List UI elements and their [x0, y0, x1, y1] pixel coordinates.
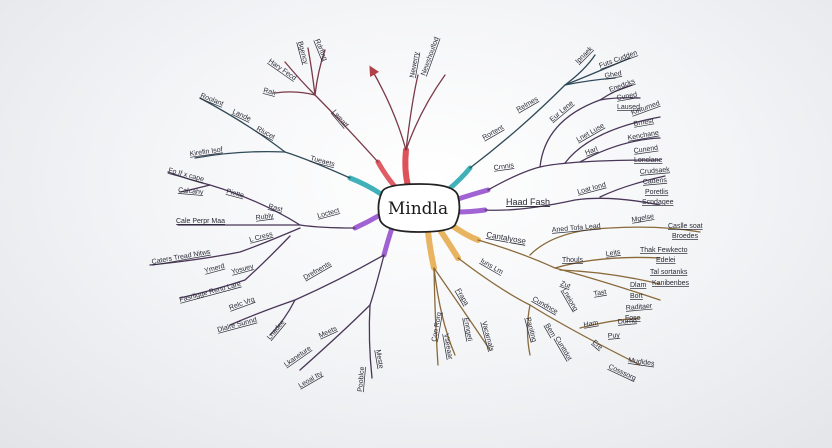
node-label[interactable]: Caslle soat	[668, 223, 703, 230]
node-label[interactable]: Ham	[583, 319, 599, 328]
node-label[interactable]: Lweatf	[330, 109, 349, 129]
node-label[interactable]: Leoal Ity	[298, 370, 325, 390]
node-label[interactable]: Tast	[593, 289, 607, 298]
node-label[interactable]: Haad Fash	[506, 197, 550, 207]
node-label[interactable]: Mgelse	[631, 213, 655, 224]
node-label[interactable]: Laused	[617, 104, 640, 111]
labels-right-purple: Crnnis Eur Lene Lnet Luse Harl Kinturned…	[493, 100, 673, 207]
node-label[interactable]: Dlam	[630, 282, 647, 289]
node-label[interactable]: Kanibenbes	[652, 280, 689, 287]
labels-right-orange: Cantalyose Aned Tofa Lead Mgelse Caslle …	[479, 213, 703, 382]
node-label[interactable]: Caters Tread Nitws	[151, 249, 211, 266]
node-label[interactable]: Ipnaek	[574, 45, 594, 65]
node-label[interactable]: Broedes	[672, 233, 699, 240]
node-label[interactable]: Cunttdot	[553, 336, 572, 362]
node-label[interactable]: Lnadee	[266, 319, 286, 341]
node-label[interactable]: Roolant	[199, 92, 224, 108]
labels-lower-left-purple: Caters Tread Nitws L Cress Ymerd Yosuey …	[151, 231, 384, 392]
node-label[interactable]: Relmes	[516, 96, 540, 114]
node-label[interactable]: Crnnis	[493, 162, 515, 172]
node-label[interactable]: Lneiong	[560, 288, 579, 313]
node-label[interactable]: Dlalre Sunnd	[217, 317, 258, 334]
node-label[interactable]: Raditaer	[626, 303, 654, 312]
node-label[interactable]: Aned Tofa Lead	[552, 223, 601, 234]
node-label[interactable]: Frapa	[454, 288, 469, 307]
node-label[interactable]: Bgency	[296, 41, 309, 66]
node-label[interactable]: Cuned	[616, 91, 638, 101]
node-label[interactable]: Thak Fewkecto	[640, 247, 688, 254]
node-label[interactable]: Cale Perpr Maa	[176, 218, 225, 225]
node-label[interactable]: L Cress	[249, 231, 274, 244]
labels-bottom-orange: Frapa Enngeti Vacarnals Con Rorg Vseeaar	[431, 288, 495, 361]
node-label[interactable]: Ymerd	[204, 263, 226, 275]
node-label[interactable]: Bem	[543, 323, 556, 339]
node-label[interactable]: Piette	[225, 188, 244, 199]
node-label[interactable]: Hary Fecd	[267, 58, 298, 82]
node-label[interactable]: Cundnce	[531, 296, 559, 316]
node-label[interactable]: Puy	[608, 332, 621, 340]
central-node[interactable]: Mindla	[377, 183, 461, 233]
node-label[interactable]: Kirefin Isof	[189, 146, 223, 158]
node-label[interactable]: Lande	[231, 108, 252, 123]
node-label[interactable]: Tal sortanks	[650, 269, 688, 276]
node-label[interactable]: Edelei	[656, 257, 676, 264]
node-label[interactable]: Leits	[605, 249, 621, 258]
node-label[interactable]: Rak	[262, 87, 276, 97]
node-label[interactable]: Thouls	[562, 257, 584, 264]
node-label[interactable]: Rubly	[255, 212, 274, 221]
node-label[interactable]: Poretlis	[645, 189, 669, 196]
node-label[interactable]: Durnd	[618, 317, 638, 326]
central-node-title: Mindla	[388, 199, 448, 219]
node-label[interactable]: Meste	[374, 349, 384, 369]
branch-lines	[149, 47, 701, 379]
node-label[interactable]: Enngeti	[462, 317, 473, 342]
node-label[interactable]: Lkaneture	[283, 345, 313, 369]
node-label[interactable]: Fo If x cape	[167, 167, 204, 183]
node-label[interactable]: Loctect	[317, 207, 341, 220]
node-label[interactable]: Cunend	[633, 145, 658, 155]
node-label[interactable]: Drefnents	[303, 260, 333, 281]
node-label[interactable]: Eur Lene	[549, 100, 575, 124]
node-label[interactable]: Iuns Lm	[479, 258, 504, 277]
node-label[interactable]: Vseeaar	[442, 333, 454, 361]
node-label[interactable]: Lonclane	[634, 157, 663, 164]
node-label[interactable]: Mudides	[628, 357, 656, 368]
node-label[interactable]: Ere	[591, 339, 604, 351]
node-label[interactable]: Calcahy	[178, 187, 204, 196]
labels-right-teal: Rortent Relmes Ipnaek Futs Cudden Ghed E…	[482, 45, 641, 141]
node-label[interactable]: Brnest	[633, 118, 654, 128]
node-label[interactable]: Rdrftng	[313, 38, 328, 62]
node-label[interactable]: Futs Cudden	[598, 50, 638, 70]
node-label[interactable]: Pooblce	[357, 366, 366, 392]
node-label[interactable]: Fose	[625, 315, 641, 322]
labels-left-purple: Fo If x cape Calcahy Piette Rast Cale Pe…	[167, 167, 340, 225]
node-label[interactable]: Rast	[267, 203, 283, 214]
node-label[interactable]: Rortent	[482, 124, 505, 142]
node-label[interactable]: Cosssorg	[607, 363, 637, 382]
node-label[interactable]: Rlucet	[255, 126, 276, 142]
node-label[interactable]: Newshouflod	[420, 36, 440, 77]
node-label[interactable]: Loat Iond	[577, 182, 607, 196]
node-label[interactable]: Fasrligge Reno Lare	[179, 281, 242, 304]
node-label[interactable]: Zut	[559, 280, 571, 290]
node-label[interactable]: Con Rorg	[431, 312, 443, 343]
labels-top-center-red: Newerry Newshouflod	[409, 36, 441, 78]
node-label[interactable]: Ghed	[604, 70, 622, 80]
labels-top-left-red: Lweatf Hary Fecd Rak Bgency Rdrftng	[262, 38, 349, 129]
node-label[interactable]: Relc Vrg	[228, 296, 255, 312]
node-label[interactable]: Cadens	[643, 177, 668, 186]
node-label[interactable]: Newerry	[409, 51, 421, 78]
node-label[interactable]: Vacarnals	[480, 321, 495, 353]
node-label[interactable]: Crudsaek	[640, 166, 671, 176]
node-label[interactable]: Bort	[630, 293, 643, 300]
node-label[interactable]: Paniting	[524, 317, 537, 343]
node-label[interactable]: Kinturned	[630, 100, 661, 117]
node-label[interactable]: Harl	[584, 146, 599, 157]
node-label[interactable]: Scndagee	[642, 199, 674, 206]
